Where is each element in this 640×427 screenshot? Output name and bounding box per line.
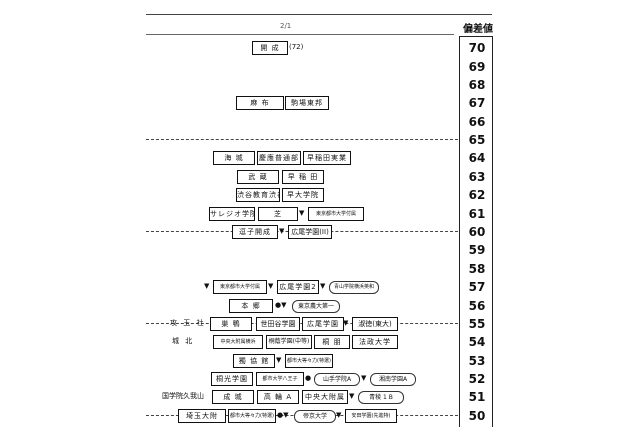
scale-68: 68 <box>468 78 486 92</box>
triangle-marker: ▼ <box>279 227 285 235</box>
school-hosei: 法政大学 <box>352 335 398 349</box>
school-takanawa: 高 輪 A <box>257 390 299 404</box>
school-chuo-fuzoku: 中央大附属 <box>302 390 348 404</box>
scale-51: 51 <box>468 390 486 404</box>
school-teikyo: 帝京大学 <box>294 410 336 423</box>
school-todoroki-tokusen: 都市大等々力(特選) <box>285 354 333 368</box>
school-yamate-gakuin: 山手学院A <box>314 373 360 386</box>
scale-59: 59 <box>468 243 486 257</box>
school-nodai-daiichi: 東京農大第一 <box>292 300 340 313</box>
school-kugayama: 国学院久我山 <box>162 392 204 400</box>
school-waseda-gakuin: 早大学院 <box>282 188 324 202</box>
scale-70: 70 <box>468 41 486 55</box>
triangle-marker: ▼ <box>268 282 274 290</box>
scale-56: 56 <box>468 299 486 313</box>
school-setagaya-gakuen: 世田谷学園 <box>256 317 300 331</box>
school-keio-futsubu: 慶應普通部 <box>257 151 301 165</box>
school-waseda: 早 稲 田 <box>282 170 324 184</box>
scale-57: 57 <box>468 280 486 294</box>
school-toin-gakuen: 桐蔭学園(中等) <box>266 335 312 349</box>
scale-54: 54 <box>468 335 486 349</box>
school-yasuda-gakuen: 安田学園(先進特) <box>345 409 397 423</box>
triangle-marker: ▼ <box>299 209 305 217</box>
scale-53: 53 <box>468 354 486 368</box>
scale-58: 58 <box>468 262 486 276</box>
school-shukutoku: 淑徳(東大) <box>352 317 398 331</box>
scale-50: 50 <box>468 409 486 423</box>
school-shiba: 芝 <box>258 207 298 221</box>
school-saitama-fuzoku: 埼玉大附 <box>178 409 226 423</box>
school-kaijo: 海 城 <box>213 151 255 165</box>
triangle-marker: ▼ <box>276 356 282 364</box>
school-sugamo: 巣 鴨 <box>210 317 252 331</box>
school-toshidai-fuzoku: 東京都市大学付属 <box>308 207 364 221</box>
school-komaba-toho: 駒場東邦 <box>285 96 329 110</box>
scale-title: 偏差値 <box>463 24 493 35</box>
scale-55: 55 <box>468 317 486 331</box>
school-kogyokusha: 攻 玉 社 <box>170 319 206 327</box>
triangle-marker: ▼ <box>349 392 355 400</box>
school-toho: 桐 朋 <box>314 335 350 349</box>
triangle-marker: ▼ <box>361 374 367 382</box>
school-johoku: 城 北 <box>172 337 195 345</box>
page-number: 2/1 <box>280 22 292 30</box>
score-note: (72) <box>289 43 304 51</box>
school-toko-gakuen: 桐光学園 <box>211 372 253 386</box>
school-kaisei: 開 成 <box>252 41 288 55</box>
school-waseda-jitsugyo: 早稲田実業 <box>303 151 351 165</box>
school-azabu: 麻 布 <box>236 96 284 110</box>
school-chuo-yokohama: 中央大附属横浜 <box>213 335 263 349</box>
school-hiroo-2: 広尾学園(II) <box>288 225 332 239</box>
school-todoroki-50: 都市大等々力(特選) <box>228 409 276 423</box>
scale-column <box>459 36 493 427</box>
dashed-line-65 <box>146 139 458 140</box>
circle-triangle-marker: ●▼ <box>275 301 287 309</box>
scale-67: 67 <box>468 96 486 110</box>
scale-61: 61 <box>468 207 486 221</box>
school-hiroo-gakuen-2: 広尾学園2 <box>277 280 319 294</box>
triangle-marker: ▼ <box>320 282 326 290</box>
circle-marker: ● <box>305 374 312 382</box>
scale-64: 64 <box>468 151 486 165</box>
top-border <box>146 14 492 15</box>
school-dokkyo-kan: 獨 協 館 <box>233 354 275 368</box>
school-seiryo: 青稜 1 B <box>358 391 404 404</box>
triangle-marker: ▼ <box>336 411 342 419</box>
school-musashi: 武 蔵 <box>237 170 279 184</box>
scale-65: 65 <box>468 133 486 147</box>
school-toshidai-hachioji: 都市大学八王子 <box>256 372 304 386</box>
scale-60: 60 <box>468 225 486 239</box>
school-toshidai-fuzoku-57: 東京都市大学付属 <box>213 280 267 294</box>
scale-52: 52 <box>468 372 486 386</box>
circle-triangle-marker: ●▼ <box>277 411 289 419</box>
scale-69: 69 <box>468 60 486 74</box>
school-hongo: 本 郷 <box>229 299 273 313</box>
school-aoyama-eiwa: 青山学院横浜英和 <box>329 281 379 294</box>
scale-66: 66 <box>468 115 486 129</box>
scale-63: 63 <box>468 170 486 184</box>
school-seijo: 成 城 <box>212 390 254 404</box>
triangle-marker: ▼ <box>343 319 349 327</box>
school-hiroo-gakuen: 広尾学園 <box>302 317 344 331</box>
school-shibuya-shibuya: 渋谷教育渋谷 <box>236 188 280 202</box>
school-salesio: サレジオ学院A <box>209 207 255 221</box>
school-zushi-kaisei: 逗子開成 <box>232 225 278 239</box>
triangle-marker: ▼ <box>204 282 210 290</box>
header-rule <box>146 34 454 35</box>
scale-62: 62 <box>468 188 486 202</box>
school-shonan-gakuen: 湘南学園A <box>370 373 416 386</box>
